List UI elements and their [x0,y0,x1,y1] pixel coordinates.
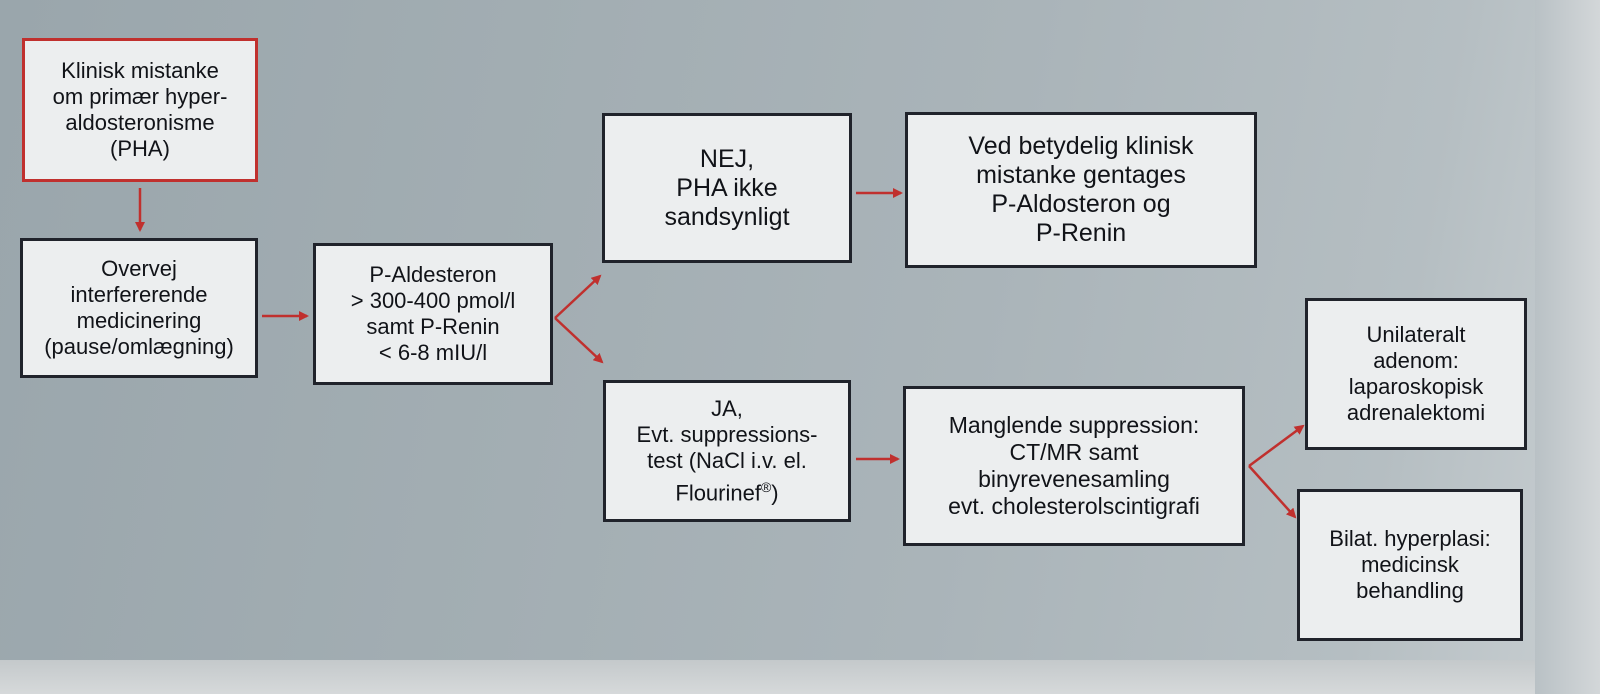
node-repeat-tests: Ved betydelig klinisk mistanke gentages … [905,112,1257,268]
node-unilateral-adenoma: Unilateralt adenom: laparoskopisk adrena… [1305,298,1527,450]
node-yes-suppression-test: JA, Evt. suppressions- test (NaCl i.v. e… [603,380,851,522]
page-bottom-edge [0,660,1600,694]
node-interfering-medication-text: Overvej interfererende medicinering (pau… [44,256,234,359]
node-bilateral-hyperplasia-text: Bilat. hyperplasi: medicinsk behandling [1329,526,1491,603]
page-right-edge [1535,0,1600,694]
node-clinical-suspicion: Klinisk mistanke om primær hyper- aldost… [22,38,258,182]
node-no-pha: NEJ, PHA ikke sandsynligt [602,113,852,263]
node-lab-criteria-text: P-Aldesteron > 300-400 pmol/l samt P-Ren… [350,262,516,365]
node-lab-criteria: P-Aldesteron > 300-400 pmol/l samt P-Ren… [313,243,553,385]
node-bilateral-hyperplasia: Bilat. hyperplasi: medicinsk behandling [1297,489,1523,641]
node-unilateral-adenoma-text: Unilateralt adenom: laparoskopisk adrena… [1346,322,1486,425]
node-yes-text-main: JA, Evt. suppressions- test (NaCl i.v. e… [636,395,818,506]
arrow-suppression-to-bilateral [1248,465,1297,519]
node-clinical-suspicion-text: Klinisk mistanke om primær hyper- aldost… [52,58,228,161]
node-interfering-medication: Overvej interfererende medicinering (pau… [20,238,258,378]
node-yes-suppression-test-text: JA, Evt. suppressions- test (NaCl i.v. e… [637,396,818,506]
node-no-pha-text: NEJ, PHA ikke sandsynligt [664,144,790,231]
registered-mark: ® [760,478,772,495]
node-missing-suppression-text: Manglende suppression: CT/MR samt binyre… [948,412,1200,519]
arrow-lab-to-no [554,274,602,319]
node-missing-suppression: Manglende suppression: CT/MR samt binyre… [903,386,1245,546]
arrow-lab-to-yes [554,317,604,364]
node-repeat-tests-text: Ved betydelig klinisk mistanke gentages … [968,132,1194,247]
node-yes-text-close: ) [771,480,779,506]
arrow-suppression-to-unilateral [1248,424,1305,468]
